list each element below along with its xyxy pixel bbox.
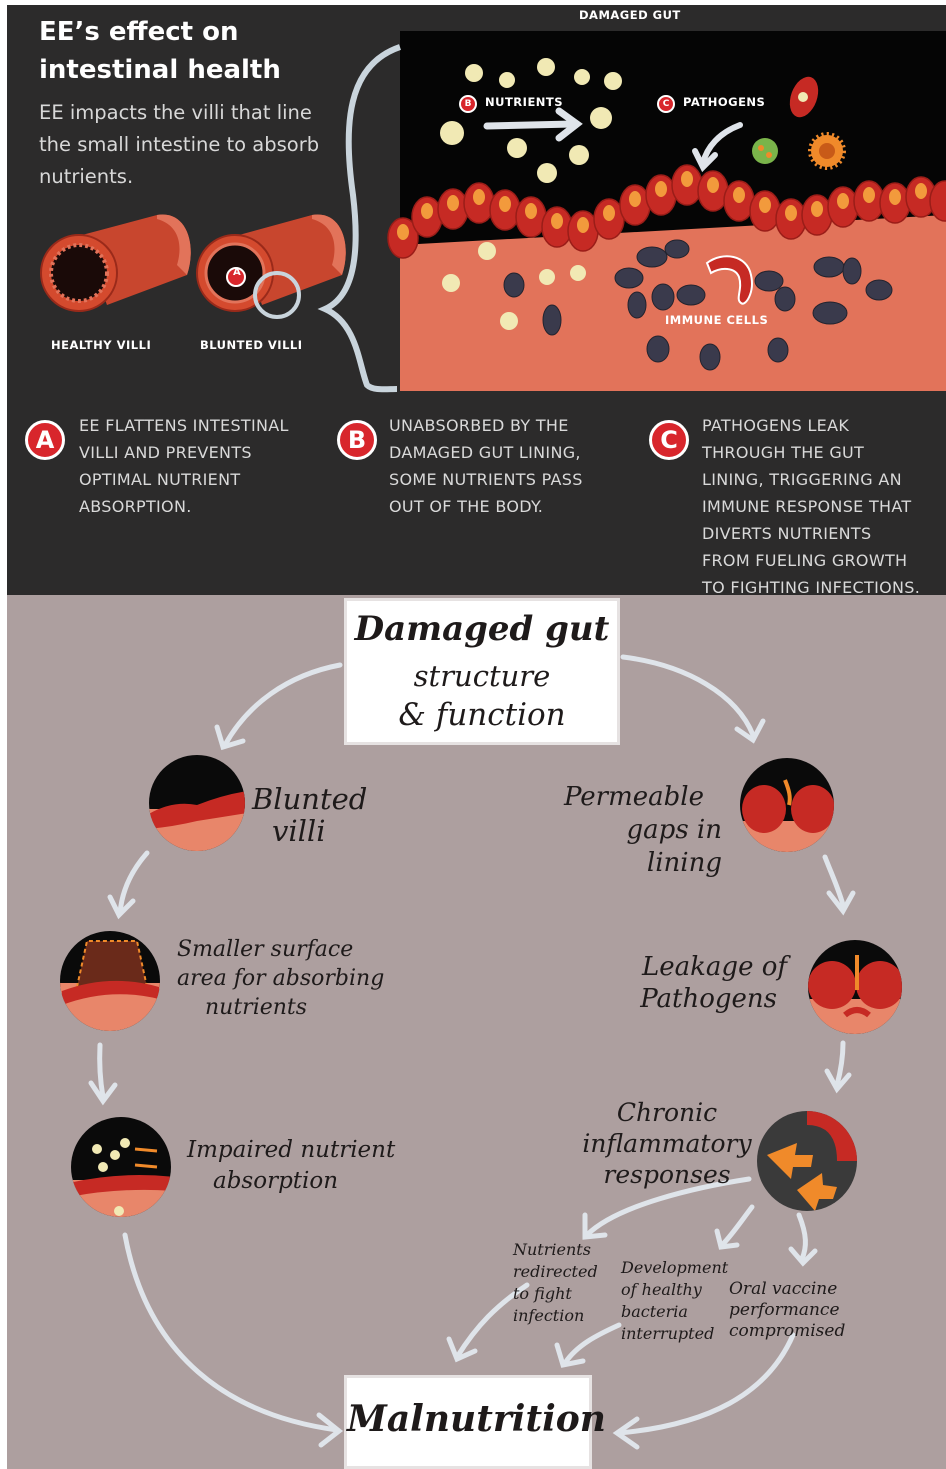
pathogen-spiky-icon [811, 135, 843, 167]
start-line-3: & function [347, 697, 617, 733]
healthy-villi-tube-icon [41, 215, 191, 311]
step-permeable-gaps: Permeable gaps in lining [550, 781, 722, 880]
badge-c: C [649, 420, 689, 460]
impaired-absorption-icon [62, 1110, 182, 1240]
label-pathogens: PATHOGENS [683, 95, 765, 109]
label-nutrients: NUTRIENTS [485, 95, 563, 109]
consequence-nutrients-redirected: Nutrients redirected to fight infection [513, 1239, 598, 1327]
top-panel: EE’s effect on intestinal health EE impa… [7, 5, 946, 595]
step-smaller-surface: Smaller surface area for absorbing nutri… [177, 935, 384, 1022]
end-box: Malnutrition [344, 1375, 592, 1469]
page-title: EE’s effect on intestinal health [39, 13, 281, 89]
explanation-c: PATHOGENS LEAKTHROUGH THE GUT LINING, TR… [702, 412, 920, 595]
smaller-surface-icon [52, 925, 172, 1053]
blunted-villi-tube-icon [197, 215, 346, 317]
label-blunted-villi: BLUNTED VILLI [200, 338, 303, 352]
start-line-2: structure [347, 659, 617, 693]
step-chronic-inflammation: Chronic inflammatory responses [567, 1097, 767, 1190]
label-healthy-villi: HEALTHY VILLI [51, 338, 151, 352]
marker-b: B [459, 95, 477, 113]
start-line-1: Damaged gut [347, 609, 617, 649]
bottom-panel: Damaged gut structure & function Blunted… [7, 595, 946, 1469]
consequence-vaccine-compromised: Oral vaccine performance compromised [729, 1279, 845, 1342]
label-immune-cells: IMMUNE CELLS [665, 313, 768, 327]
consequence-bacteria-interrupted: Development of healthy bacteria interrup… [621, 1257, 728, 1345]
explanation-b: UNABSORBED BY THEDAMAGED GUT LINING, SOM… [389, 412, 583, 520]
page-subtitle: EE impacts the villi that line the small… [39, 97, 339, 193]
leakage-pathogens-icon [797, 935, 917, 1055]
step-leakage: Leakage of Pathogens [627, 951, 787, 1015]
start-box: Damaged gut structure & function [344, 598, 620, 745]
end-label: Malnutrition [347, 1398, 589, 1440]
explanation-a: EE FLATTENS INTESTINALVILLI AND PREVENTS… [79, 412, 289, 520]
permeable-gaps-icon [727, 745, 847, 871]
blunted-villi-icon [137, 745, 267, 879]
pathogen-virus-icon [752, 138, 778, 164]
marker-a: A [233, 267, 241, 278]
marker-c: C [657, 95, 675, 113]
label-damaged-gut: DAMAGED GUT [579, 8, 681, 22]
badge-a: A [25, 420, 65, 460]
badge-b: B [337, 420, 377, 460]
step-impaired-absorption: Impaired nutrient absorption [187, 1135, 395, 1197]
step-blunted-villi: Blunted villi [252, 783, 367, 847]
